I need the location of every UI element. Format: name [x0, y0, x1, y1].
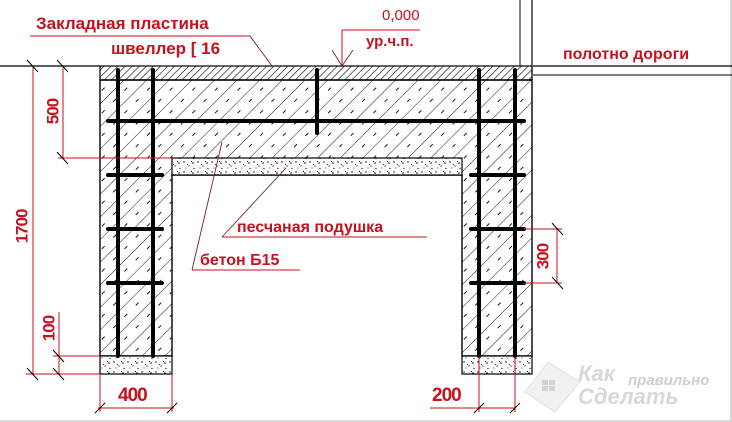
dimension-300: 300 [533, 243, 553, 270]
ground-lines [0, 0, 732, 76]
dimension-lines [26, 29, 562, 412]
dimension-ticks [26, 59, 564, 414]
watermark-kak: Как [578, 361, 615, 386]
dimension-1700: 1700 [12, 209, 32, 244]
watermark-logo-icon [524, 361, 581, 413]
road-surface-label: полотно дороги [563, 46, 690, 63]
sand-cushion-label: песчаная подушка [237, 219, 384, 236]
dimension-400: 400 [118, 385, 148, 406]
leader-lines [191, 35, 354, 271]
elevation-value: 0,000 [382, 7, 420, 24]
channel-label: швеллер [ 16 [111, 39, 221, 58]
dimension-200: 200 [432, 385, 462, 406]
rebar [106, 68, 526, 358]
elevation-label: ур.ч.п. [366, 33, 414, 50]
watermark-sdelat: Сделать [578, 384, 679, 409]
embedded-plate-label: Закладная пластина [36, 14, 209, 33]
dimension-100: 100 [39, 315, 59, 342]
dimension-500: 500 [43, 98, 63, 125]
concrete-label: бетон Б15 [200, 252, 280, 269]
watermark-pravilno: правильно [628, 372, 710, 389]
